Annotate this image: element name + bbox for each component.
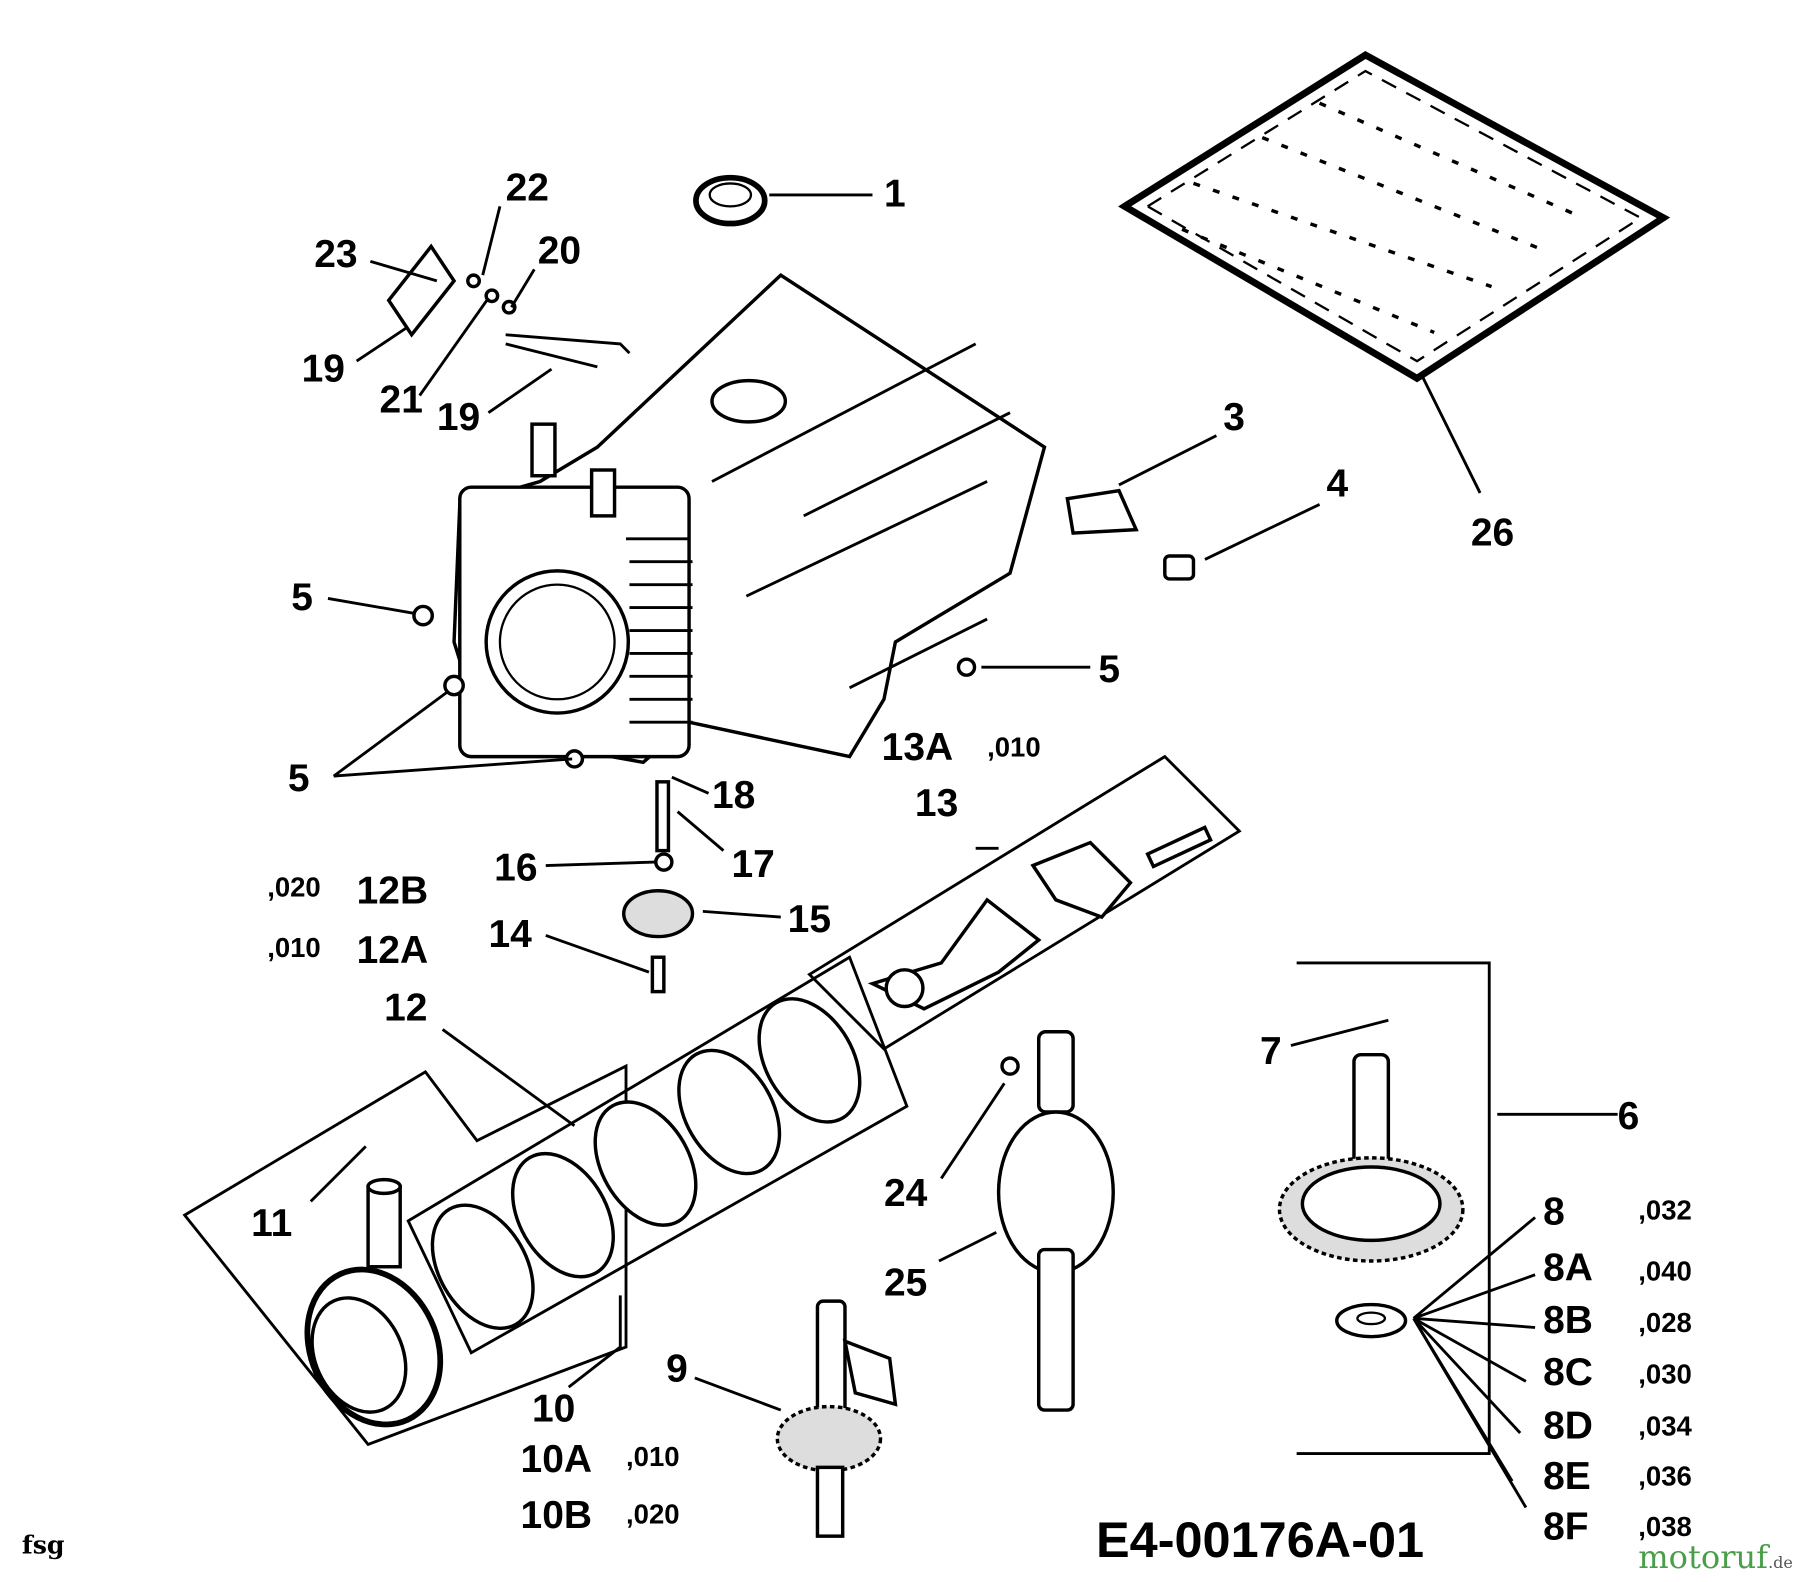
part-label-15: 15 xyxy=(788,898,831,941)
piston-box xyxy=(182,1063,628,1447)
size-12B: ,020 xyxy=(267,871,321,902)
crankshaft xyxy=(996,1030,1115,1412)
part-label-20: 20 xyxy=(538,230,581,273)
part-label-12B: 12B xyxy=(357,869,429,912)
balance-shaft xyxy=(775,1299,898,1538)
part-label-12: 12 xyxy=(384,986,427,1029)
bracket xyxy=(1065,488,1139,535)
piston xyxy=(304,1177,444,1428)
part-label-17: 17 xyxy=(731,843,774,886)
part-label-21: 21 xyxy=(380,379,423,422)
size-8C: ,030 xyxy=(1638,1359,1692,1390)
governor-shaft xyxy=(655,780,671,853)
plug xyxy=(956,657,977,677)
size-8A: ,040 xyxy=(1638,1256,1692,1287)
part-label-13: 13 xyxy=(915,782,958,825)
ring-box xyxy=(406,955,909,1355)
part-label-16: 16 xyxy=(494,846,537,889)
size-8F: ,038 xyxy=(1638,1511,1692,1542)
plug xyxy=(1163,554,1196,581)
part-label-3: 3 xyxy=(1223,396,1245,439)
part-label-8A: 8A xyxy=(1543,1247,1593,1290)
camshaft xyxy=(1277,961,1491,1456)
part-label-25: 25 xyxy=(884,1261,927,1304)
size-10A: ,010 xyxy=(626,1441,680,1472)
part-label-5: 5 xyxy=(288,757,310,800)
part-label-5: 5 xyxy=(1098,648,1120,691)
part-label-5: 5 xyxy=(291,576,313,619)
size-8E: ,036 xyxy=(1638,1461,1692,1492)
watermark-suffix: .de xyxy=(1768,1553,1793,1572)
leader-lines xyxy=(309,193,1618,1509)
part-label-4: 4 xyxy=(1326,462,1348,505)
oil-seal xyxy=(693,174,768,227)
part-label-6: 6 xyxy=(1618,1095,1640,1138)
part-label-24: 24 xyxy=(884,1172,928,1215)
part-label-1: 1 xyxy=(884,172,906,215)
size-12A: ,010 xyxy=(267,932,321,963)
watermark-name: motoruf xyxy=(1638,1538,1770,1576)
part-label-12A: 12A xyxy=(357,929,429,972)
part-label-8D: 8D xyxy=(1543,1405,1593,1448)
part-label-10A: 10A xyxy=(521,1438,593,1481)
rod-box xyxy=(807,754,1242,1051)
part-label-23: 23 xyxy=(314,233,357,276)
breather-parts xyxy=(386,243,631,369)
governor-pin xyxy=(650,955,666,994)
part-label-10: 10 xyxy=(532,1388,575,1431)
part-label-18: 18 xyxy=(712,774,755,817)
part-label-7: 7 xyxy=(1260,1030,1282,1073)
author-mark: fsg xyxy=(22,1529,65,1559)
part-label-13A: 13A xyxy=(882,726,954,769)
size-10B: ,020 xyxy=(626,1499,680,1530)
part-label-8C: 8C xyxy=(1543,1351,1593,1394)
washer xyxy=(654,852,674,872)
part-label-19: 19 xyxy=(302,348,345,391)
part-label-26: 26 xyxy=(1471,512,1514,555)
part-label-8F: 8F xyxy=(1543,1506,1588,1549)
size-8: ,032 xyxy=(1638,1195,1692,1226)
connecting-rod xyxy=(867,825,1213,1011)
part-label-22: 22 xyxy=(506,167,549,210)
part-label-8E: 8E xyxy=(1543,1455,1591,1498)
governor-gear xyxy=(622,889,695,939)
oil-pan-gasket xyxy=(1118,51,1671,383)
part-label-8: 8 xyxy=(1543,1190,1565,1233)
size-8B: ,028 xyxy=(1638,1307,1692,1338)
part-label-10B: 10B xyxy=(521,1494,593,1537)
size-8D: ,034 xyxy=(1638,1410,1692,1441)
engine-block xyxy=(452,272,1047,765)
piston-rings xyxy=(430,997,862,1331)
watermark: motoruf.de xyxy=(1638,1538,1793,1576)
size-13A: ,010 xyxy=(987,732,1041,763)
part-label-11: 11 xyxy=(251,1202,292,1245)
plug xyxy=(443,674,465,697)
part-label-19: 19 xyxy=(437,396,480,439)
part-label-8B: 8B xyxy=(1543,1299,1593,1342)
part-label-9: 9 xyxy=(666,1347,688,1390)
plug xyxy=(412,604,434,627)
part-label-14: 14 xyxy=(488,913,532,956)
diagram-code: E4-00176A-01 xyxy=(1096,1511,1424,1568)
